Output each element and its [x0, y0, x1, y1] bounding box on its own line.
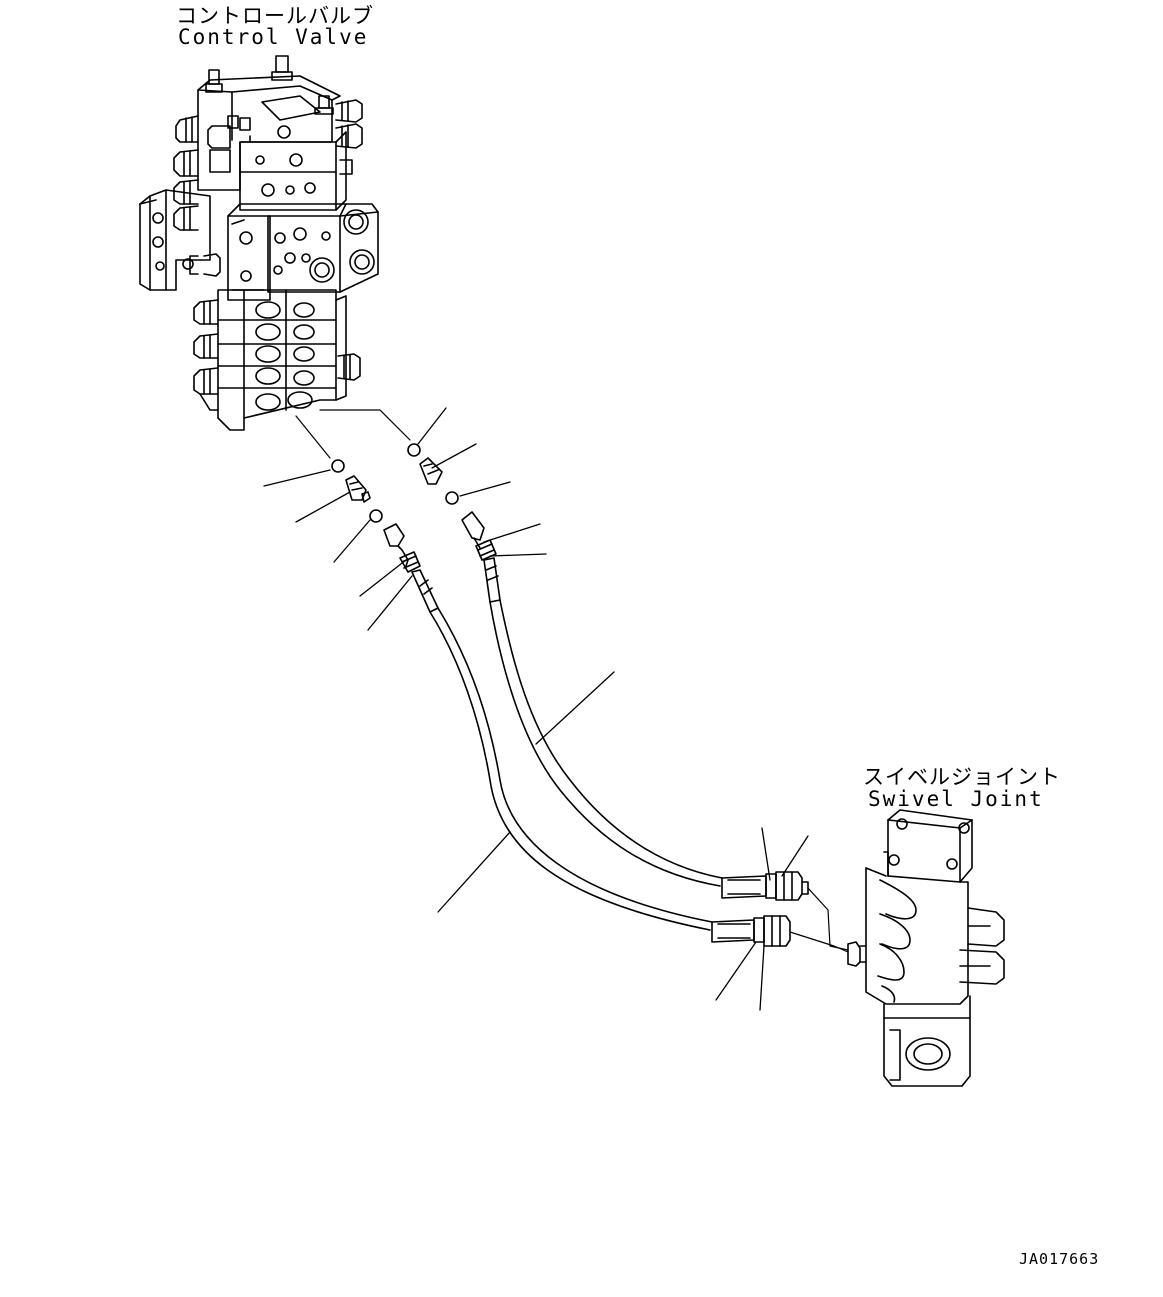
o-ring-4: [446, 492, 458, 504]
o-ring-1: [332, 460, 344, 472]
hose-end-left: [384, 524, 404, 546]
pilot-lines: [296, 410, 410, 458]
swivel-end-fittings: [712, 872, 848, 952]
adapter-fitting-left: [346, 476, 366, 500]
leader-lines: [264, 408, 808, 1010]
control-valve-label-jp: コントロールバルブ: [176, 4, 374, 28]
hose-a: [430, 608, 712, 930]
control-valve: [140, 56, 378, 430]
valve-stack-sections: [194, 290, 346, 430]
hose-end-right: [462, 512, 484, 540]
valve-mid-block: [240, 142, 336, 210]
swivel-joint: [848, 810, 1004, 1086]
hose-b: [490, 600, 722, 886]
control-valve-top-studs: [206, 56, 333, 130]
swivel-joint-label-jp: スイベルジョイント: [863, 765, 1061, 789]
control-valve-label-en: Control Valve: [178, 25, 369, 49]
swivel-body: [866, 868, 968, 1004]
valve-left-fittings: [174, 116, 230, 276]
valve-left-block: [150, 190, 210, 290]
o-ring-2: [370, 510, 382, 522]
o-ring-3: [408, 444, 420, 456]
drawing-code: JA017663: [1019, 1250, 1100, 1268]
left-fitting-set: [332, 460, 438, 612]
swivel-joint-label-en: Swivel Joint: [868, 787, 1044, 811]
adapter-fitting-right: [420, 458, 442, 484]
valve-right-fittings: [336, 100, 362, 380]
valve-center-section: [228, 216, 270, 300]
right-fitting-set: [408, 444, 500, 602]
